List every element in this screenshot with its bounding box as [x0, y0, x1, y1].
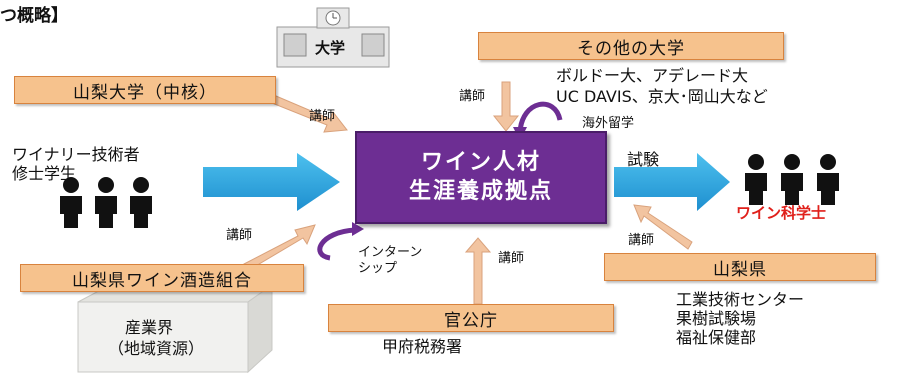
edge-label-internship-2: シップ [358, 261, 398, 276]
arrow-government-lecturer [464, 237, 492, 305]
node-prefecture-label: 山梨県 [713, 259, 767, 280]
node-wine-association: 山梨県ワイン酒造組合 [20, 264, 304, 292]
arrow-center-to-graduates [614, 153, 730, 211]
arrow-prefecture-lecturer [633, 204, 693, 250]
edge-label-lecturer-association: 講師 [226, 228, 253, 243]
node-wine-association-label: 山梨県ワイン酒造組合 [72, 270, 252, 291]
prefecture-detail-1: 工業技術センター [676, 290, 805, 309]
university-building-icon [276, 7, 390, 68]
node-yamanashi-university-label: 山梨大学（中核） [73, 82, 217, 103]
edge-label-lecturer-yamanashi: 講師 [309, 109, 336, 124]
arrow-study-abroad-loop [517, 101, 563, 133]
graduates-people-icon [745, 154, 839, 205]
node-yamanashi-university: 山梨大学（中核） [14, 76, 276, 104]
node-other-universities: その他の大学 [478, 32, 784, 60]
edge-label-lecturer-prefecture: 講師 [628, 233, 655, 248]
other-universities-detail-1: ボルドー大、アデレード大 [556, 66, 749, 85]
node-government-label: 官公庁 [444, 310, 498, 331]
arrow-students-to-center [203, 153, 340, 211]
node-government: 官公庁 [328, 304, 614, 332]
industry-label-2: （地域資源） [108, 339, 205, 358]
university-building-label: 大学 [315, 39, 346, 57]
government-detail: 甲府税務署 [382, 337, 463, 356]
industry-boxes-icon [77, 284, 274, 374]
prefecture-detail-3: 福祉保健部 [676, 328, 757, 347]
students-label-1: ワイナリー技術者 [12, 145, 140, 164]
graduates-label: ワイン科学士 [736, 204, 827, 222]
edge-label-lecturer-other: 講師 [459, 89, 486, 104]
central-node-line2: 生涯養成拠点 [408, 178, 553, 204]
node-other-universities-label: その他の大学 [577, 38, 685, 59]
edge-label-study-abroad: 海外留学 [582, 116, 635, 131]
other-universities-detail-2: UC DAVIS、京大･岡山大など [556, 87, 768, 106]
central-node: ワイン人材 生涯養成拠点 [355, 131, 607, 224]
central-node-line1: ワイン人材 [420, 149, 541, 175]
students-label-2: 修士学生 [12, 164, 77, 183]
edge-label-lecturer-government: 講師 [498, 251, 525, 266]
arrow-other-univ-lecturer [492, 81, 520, 132]
arrow-internship-loop [317, 227, 356, 261]
arrow-yamanashi-univ-lecturer [271, 95, 348, 133]
node-prefecture: 山梨県 [604, 253, 876, 281]
students-people-icon [60, 177, 152, 228]
edge-label-internship-1: インターン [358, 245, 423, 260]
industry-label-1: 産業界 [125, 318, 174, 337]
arrow-internship-head [352, 222, 364, 236]
edge-label-exam: 試験 [627, 150, 660, 169]
heading-fragment: つ概略】 [0, 6, 68, 26]
prefecture-detail-2: 果樹試験場 [676, 309, 757, 328]
